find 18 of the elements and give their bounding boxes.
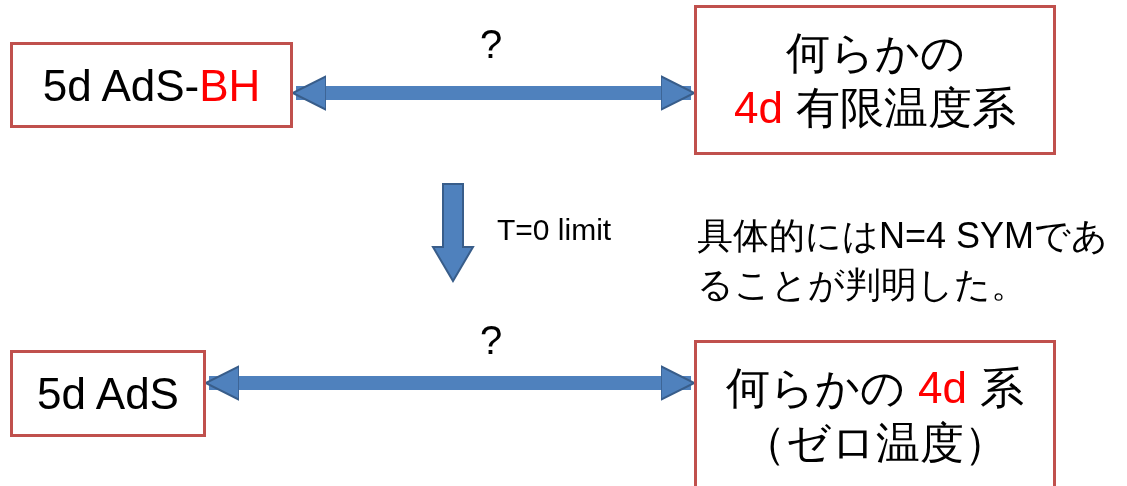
node-text: BH (199, 59, 261, 112)
text-box (10, 42, 293, 128)
node-text: 4d (918, 362, 967, 414)
text-box (694, 5, 1056, 155)
node-text: （ゼロ温度） (742, 417, 1008, 469)
node-text: 5d AdS- (42, 59, 200, 112)
node-text: 有限温度系 (796, 82, 1017, 134)
node-text: 4d (733, 82, 783, 134)
node-text: 何らかの (725, 362, 905, 414)
node-text: 5d AdS (37, 368, 179, 420)
text-box (694, 340, 1056, 486)
node-text: 何らかの (785, 27, 965, 79)
node-text: 系 (980, 362, 1025, 414)
arrow-label: T=0 limit (497, 212, 612, 248)
text-box (10, 350, 206, 437)
double-arrow (204, 365, 696, 401)
double-arrow (291, 75, 696, 111)
note-text: 具体的にはN=4 SYMであることが判明した。 (697, 214, 1110, 307)
